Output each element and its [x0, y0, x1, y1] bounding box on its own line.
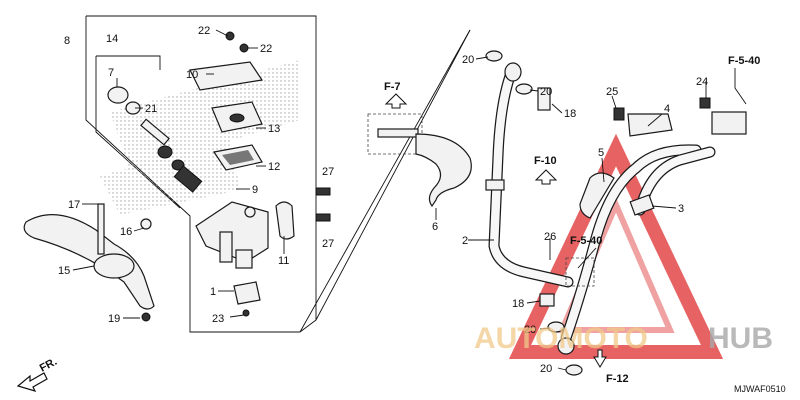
diagram-code: MJWAF0510: [734, 384, 786, 394]
callout-27-a: 27: [322, 166, 334, 178]
callout-17: 17: [68, 199, 80, 211]
callout-9: 9: [252, 184, 258, 196]
callout-19: 19: [108, 313, 120, 325]
ref-f12[interactable]: F-12: [606, 373, 629, 385]
callout-4: 4: [664, 103, 670, 115]
callout-20-c: 20: [524, 324, 536, 336]
callout-12: 12: [268, 161, 280, 173]
callout-11: 11: [278, 255, 289, 267]
callout-27-b: 27: [322, 238, 334, 250]
master-cylinder-body: [195, 201, 269, 269]
callout-24: 24: [696, 76, 708, 88]
callout-2: 2: [462, 235, 468, 247]
callout-18-bottom: 18: [512, 298, 524, 310]
callout-6: 6: [432, 221, 438, 233]
watermark-hub: HUB: [708, 322, 773, 355]
callout-8: 8: [64, 35, 70, 47]
ref-f10[interactable]: F-10: [534, 155, 557, 167]
reservoir-cap: [189, 61, 264, 91]
callout-23: 23: [212, 313, 224, 325]
callout-22-a: 22: [198, 25, 210, 37]
callout-22-b: 22: [260, 43, 272, 55]
ref-f7[interactable]: F-7: [384, 81, 401, 93]
banjo-fittings: [504, 62, 747, 355]
callout-25: 25: [606, 86, 618, 98]
callout-3: 3: [678, 203, 684, 215]
holder-clamp: [275, 201, 295, 240]
brake-hose: [485, 70, 716, 344]
callout-14: 14: [106, 33, 118, 45]
callout-10: 10: [186, 69, 198, 81]
callout-5: 5: [598, 147, 604, 159]
callout-7: 7: [108, 67, 114, 79]
callout-15: 15: [58, 265, 70, 277]
ref-f5-40-top[interactable]: F-5-40: [728, 55, 760, 67]
callout-13: 13: [268, 123, 280, 135]
hose-guide: [565, 172, 615, 287]
callout-21: 21: [145, 103, 157, 115]
sealing-washers: [485, 50, 583, 376]
f7-arrow: [384, 93, 408, 109]
callout-20-d: 20: [540, 363, 552, 375]
front-direction-label: FR.: [38, 356, 59, 375]
hose-clamp-bracket: [367, 113, 472, 208]
f10-arrow: [534, 169, 558, 185]
pivot-bolt: [97, 203, 105, 255]
callout-1: 1: [210, 286, 216, 298]
small-screws: [140, 31, 331, 322]
diaphragm: [212, 144, 263, 171]
assembly-frame: [85, 15, 471, 333]
leader-lines: [72, 29, 747, 371]
brake-switch: [233, 281, 261, 317]
callout-20-a: 20: [462, 54, 474, 66]
front-arrow-icon: [16, 372, 48, 392]
callout-18-top: 18: [564, 108, 576, 120]
f12-arrow: [593, 349, 607, 368]
callout-26: 26: [544, 231, 556, 243]
piston-set: [107, 86, 203, 193]
callout-16: 16: [120, 226, 132, 238]
ref-f5-40-mid[interactable]: F-5-40: [570, 235, 602, 247]
callout-20-b: 20: [540, 86, 552, 98]
diaphragm-plate: [211, 101, 263, 133]
brake-lever: [23, 214, 155, 310]
watermark-auto: AUTOMOTO: [474, 322, 648, 355]
